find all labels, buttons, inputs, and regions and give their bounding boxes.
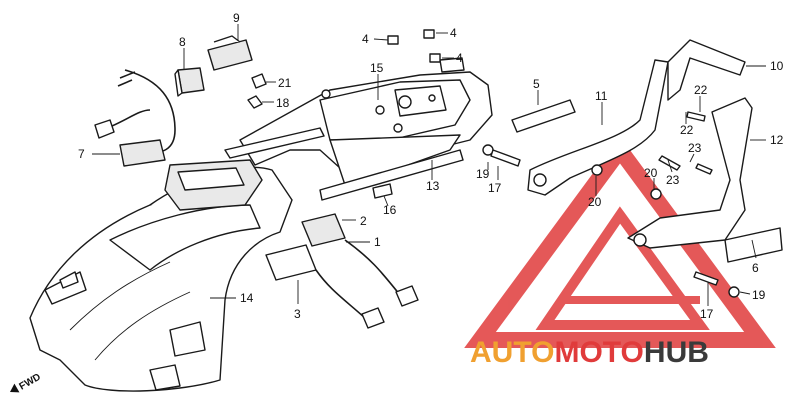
wire-harness-unit-7 — [94, 69, 176, 167]
callout-12: 12 — [770, 133, 784, 147]
fasteners — [387, 29, 740, 298]
watermark-part-a: AUTO — [470, 336, 554, 369]
callout-4: 4 — [456, 51, 463, 65]
callout-19: 19 — [476, 167, 490, 181]
rubber-pads — [372, 99, 576, 199]
callout-23: 23 — [688, 141, 702, 155]
watermark-logo-text: AUTOMOTOHUB — [470, 336, 709, 369]
callout-17: 17 — [488, 181, 502, 195]
callout-8: 8 — [179, 35, 186, 49]
callout-14: 14 — [240, 291, 254, 305]
fwd-label: FWD — [18, 372, 43, 393]
callout-15: 15 — [370, 61, 384, 75]
callout-16: 16 — [383, 203, 397, 217]
watermark-part-c: HUB — [644, 336, 709, 369]
callout-7: 7 — [78, 147, 85, 161]
svg-text:AUTOMOTOHUB: AUTOMOTOHUB — [470, 336, 709, 369]
callout-6: 6 — [752, 261, 759, 275]
forward-arrow-icon — [10, 383, 20, 393]
callout-11: 11 — [595, 89, 608, 103]
callout-21: 21 — [278, 76, 292, 90]
callout-5: 5 — [533, 77, 540, 91]
callout-2: 2 — [360, 214, 367, 228]
relay-units — [174, 35, 267, 109]
callout-17: 17 — [700, 307, 714, 321]
callout-13: 13 — [426, 179, 440, 193]
watermark-logo-triangles — [464, 136, 776, 348]
rear-fender — [29, 159, 293, 392]
callout-1: 1 — [374, 235, 381, 249]
callout-4: 4 — [362, 32, 369, 46]
callout-18: 18 — [276, 96, 290, 110]
callout-19: 19 — [752, 288, 766, 302]
callout-20: 20 — [588, 195, 602, 209]
callout-9: 9 — [233, 11, 240, 25]
callout-22: 22 — [694, 83, 708, 97]
callout-leaders — [92, 24, 766, 306]
forward-direction-marker: FWD — [10, 372, 43, 393]
rear-frame-assembly — [224, 57, 493, 201]
callout-20: 20 — [644, 166, 658, 180]
watermark-part-b: MOTO — [554, 336, 643, 369]
callout-4: 4 — [450, 26, 457, 40]
callout-3: 3 — [294, 307, 301, 321]
callout-10: 10 — [770, 59, 784, 73]
callout-22: 22 — [680, 123, 694, 137]
cdi-units — [265, 213, 419, 329]
callout-23: 23 — [666, 173, 680, 187]
callout-labels: 9 8 4 4 4 21 18 15 5 11 10 22 22 12 7 23… — [78, 11, 784, 321]
